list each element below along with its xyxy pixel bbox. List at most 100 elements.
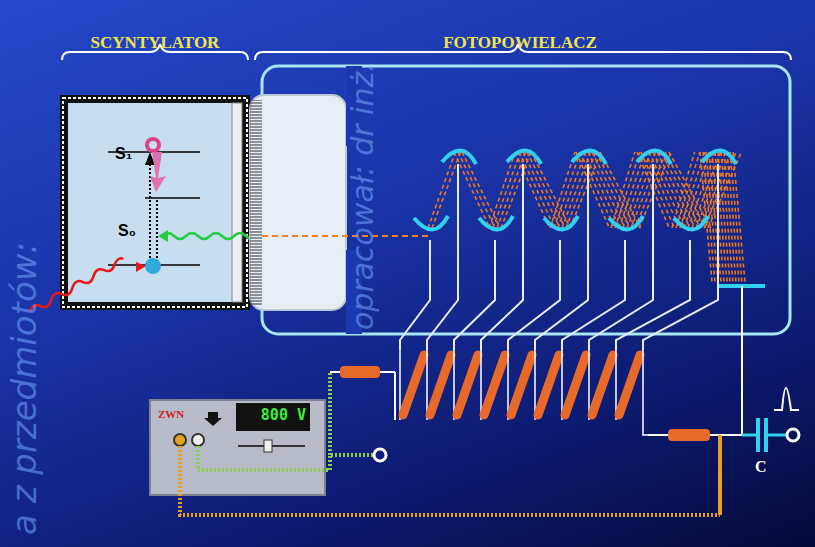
dynode [544,216,578,230]
electron-path [661,152,700,228]
ground-wire [328,372,332,455]
dynode-pin [643,164,718,350]
scintillator-housing [60,95,250,310]
watermark: opracował: dr inż. [345,62,380,330]
electron-path [669,152,711,228]
dynode [702,150,736,164]
output-terminal [787,429,799,441]
electron-path [724,152,736,282]
resistor-symbol [340,366,380,378]
hv-wire [180,446,720,515]
electron-path [721,152,733,282]
electron-path [550,152,575,228]
pulse-symbol [774,388,799,410]
display [236,403,310,431]
resistor-symbol [538,355,559,415]
electron-path [493,152,520,228]
scintillator-box: SCYNTYLATORS₁S₀ [60,95,250,310]
excited-state [149,141,157,149]
excited-state [145,137,161,153]
hv-supply-panel [150,400,325,495]
dynode [479,216,513,230]
voltage-divider [395,164,718,435]
resistor-symbol [592,355,613,415]
hv-supply-box: ZWN 800 V [150,400,325,495]
electron-cascade [428,152,745,282]
electron-path [709,152,721,282]
anode-lead [741,286,743,435]
resistor-symbol [619,355,640,415]
electron-path [584,152,620,228]
resistor-symbol [430,355,451,415]
dynode-pin [616,240,690,350]
electron-path [730,152,742,282]
electron-path [676,152,700,228]
electron-path [462,152,500,228]
level-label: S₁ [115,145,132,163]
relaxation-arrow [150,152,166,192]
terminal [374,449,386,461]
resistor-symbol [457,355,478,415]
electron-path [558,152,585,228]
electron-path [527,152,565,228]
wire [643,350,648,435]
electron-path [566,152,596,228]
excitation-arrow [149,160,151,262]
dynode [637,150,671,164]
electron-path [515,152,550,228]
reflector [63,98,247,307]
electron-path [428,152,455,228]
watermark: a z przedmiotów: [4,242,44,535]
dynode-pin [562,240,625,350]
section-heading: SCYNTYLATOR [60,33,250,53]
electron-path [718,152,730,282]
electron-path [635,152,666,228]
electron-path [592,152,630,228]
resistor-symbol [511,355,532,415]
dynode [609,216,643,230]
dynode-pin [535,164,588,350]
electron-path [454,152,490,228]
electron-path [680,152,705,228]
resistor-symbol [484,355,505,415]
electron-path [615,152,640,228]
electron-path [649,152,685,228]
dynode [414,216,448,230]
electron-path [631,152,661,228]
dynode-pin [427,164,458,350]
slider-knob [264,440,272,452]
energy-level [145,197,200,199]
dynode [572,150,606,164]
electron-path [715,152,727,282]
wire [742,434,758,437]
dynode-pin [508,240,560,350]
arrowhead [158,230,168,242]
terminal [192,434,204,446]
ground-state [145,258,161,274]
electron-path [501,152,531,228]
dynode-pin [589,164,653,350]
electron-path [645,152,680,228]
level-label: S₀ [118,222,136,240]
device-name: ZWN [158,408,184,420]
electron-path [570,152,601,228]
dynode [507,150,541,164]
light-photon [162,233,258,239]
electron-path [727,152,739,282]
arrowhead [136,262,146,272]
resistor-symbol [565,355,586,415]
wire [766,434,786,437]
section-heading: FOTOPOWIELACZ [250,33,790,53]
electron-path [733,152,745,282]
emission-arrow [156,200,158,258]
photocathode [250,100,262,305]
voltage-readout: 800 V [240,406,306,424]
resistor-symbol [403,355,424,415]
wire [718,435,722,515]
dynode-pin [481,164,523,350]
capacitor-label: C [755,458,767,476]
dynode-set [414,150,736,229]
photocathode-window [250,95,346,310]
electron-path [580,152,615,228]
